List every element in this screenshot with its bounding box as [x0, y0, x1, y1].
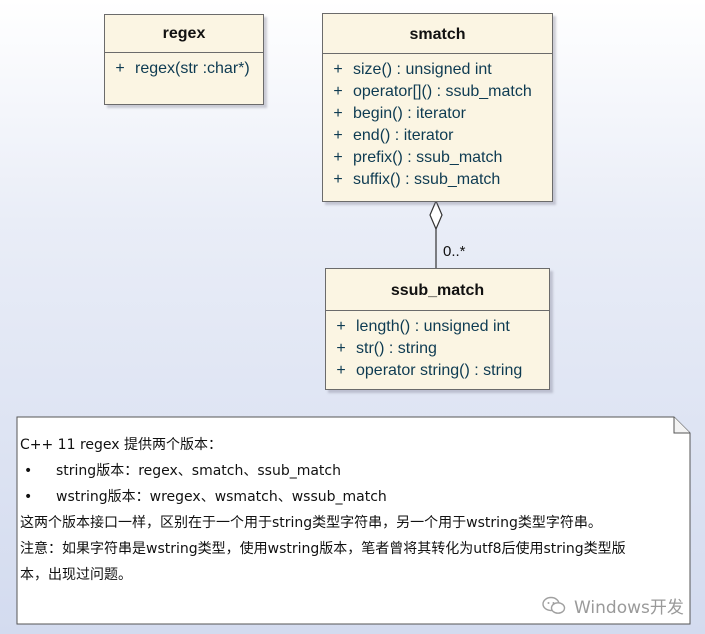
operation-row[interactable]: + str() : string	[326, 338, 549, 360]
visibility-marker: +	[333, 171, 343, 188]
note-text: C++ 11 regex 提供两个版本： • string版本：regex、sm…	[20, 432, 688, 588]
operations-compartment: + size() : unsigned int + operator[]() :…	[323, 54, 552, 191]
bullet-marker: •	[24, 489, 33, 505]
operation-row[interactable]: + begin() : iterator	[323, 103, 552, 125]
operation-row[interactable]: + length() : unsigned int	[326, 316, 549, 338]
operation-row[interactable]: + prefix() : ssub_match	[323, 147, 552, 169]
watermark: Windows开发	[542, 593, 684, 618]
operations-compartment: + regex(str :char*)	[105, 53, 263, 80]
visibility-marker: +	[115, 60, 125, 77]
operation-signature: regex(str :char*)	[135, 60, 250, 77]
operation-signature: length() : unsigned int	[356, 318, 510, 335]
operation-row[interactable]: + suffix() : ssub_match	[323, 169, 552, 191]
operation-signature: str() : string	[356, 340, 437, 357]
visibility-marker: +	[333, 61, 343, 78]
visibility-marker: +	[333, 83, 343, 100]
class-name: ssub_match	[326, 269, 549, 311]
visibility-marker: +	[336, 340, 346, 357]
note-box	[16, 416, 691, 625]
operation-signature: suffix() : ssub_match	[353, 171, 501, 188]
class-regex[interactable]: regex + regex(str :char*)	[104, 14, 264, 105]
operation-row[interactable]: + regex(str :char*)	[105, 58, 263, 80]
bullet-text: string版本：regex、smatch、ssub_match	[56, 463, 341, 479]
bullet-marker: •	[24, 463, 33, 479]
bullet-text: wstring版本：wregex、wsmatch、wssub_match	[56, 489, 387, 505]
wechat-icon	[542, 596, 566, 614]
operation-signature: operator[]() : ssub_match	[353, 83, 532, 100]
operation-signature: operator string() : string	[356, 362, 523, 379]
operation-signature: begin() : iterator	[353, 105, 466, 122]
note-paragraph: 这两个版本接口一样，区别在于一个用于string类型字符串，另一个用于wstri…	[20, 515, 602, 531]
visibility-marker: +	[336, 362, 346, 379]
operation-signature: prefix() : ssub_match	[353, 149, 503, 166]
visibility-marker: +	[333, 127, 343, 144]
operation-row[interactable]: + size() : unsigned int	[323, 59, 552, 81]
operation-row[interactable]: + end() : iterator	[323, 125, 552, 147]
visibility-marker: +	[333, 149, 343, 166]
note-folded-corner-icon	[673, 417, 690, 434]
note-paragraph: 注意：如果字符串是wstring类型，使用wstring版本，笔者曾将其转化为u…	[20, 541, 626, 557]
operation-row[interactable]: + operator[]() : ssub_match	[323, 81, 552, 103]
operations-compartment: + length() : unsigned int + str() : stri…	[326, 311, 549, 382]
note-bullet-item: • wstring版本：wregex、wsmatch、wssub_match	[20, 484, 688, 510]
operation-signature: end() : iterator	[353, 127, 454, 144]
class-name: regex	[105, 15, 263, 53]
visibility-marker: +	[336, 318, 346, 335]
visibility-marker: +	[333, 105, 343, 122]
watermark-text: Windows开发	[574, 598, 684, 618]
class-smatch[interactable]: smatch + size() : unsigned int + operato…	[322, 13, 553, 202]
note-intro: C++ 11 regex 提供两个版本：	[20, 437, 223, 453]
multiplicity-label: 0..*	[443, 243, 466, 260]
class-ssub-match[interactable]: ssub_match + length() : unsigned int + s…	[325, 268, 550, 390]
operation-signature: size() : unsigned int	[353, 61, 492, 78]
note-shape	[16, 416, 691, 625]
aggregation-diamond-icon	[429, 199, 443, 231]
note-paragraph: 本，出现过问题。	[20, 567, 132, 583]
class-name: smatch	[323, 14, 552, 54]
operation-row[interactable]: + operator string() : string	[326, 360, 549, 382]
note-bullet-item: • string版本：regex、smatch、ssub_match	[20, 458, 688, 484]
